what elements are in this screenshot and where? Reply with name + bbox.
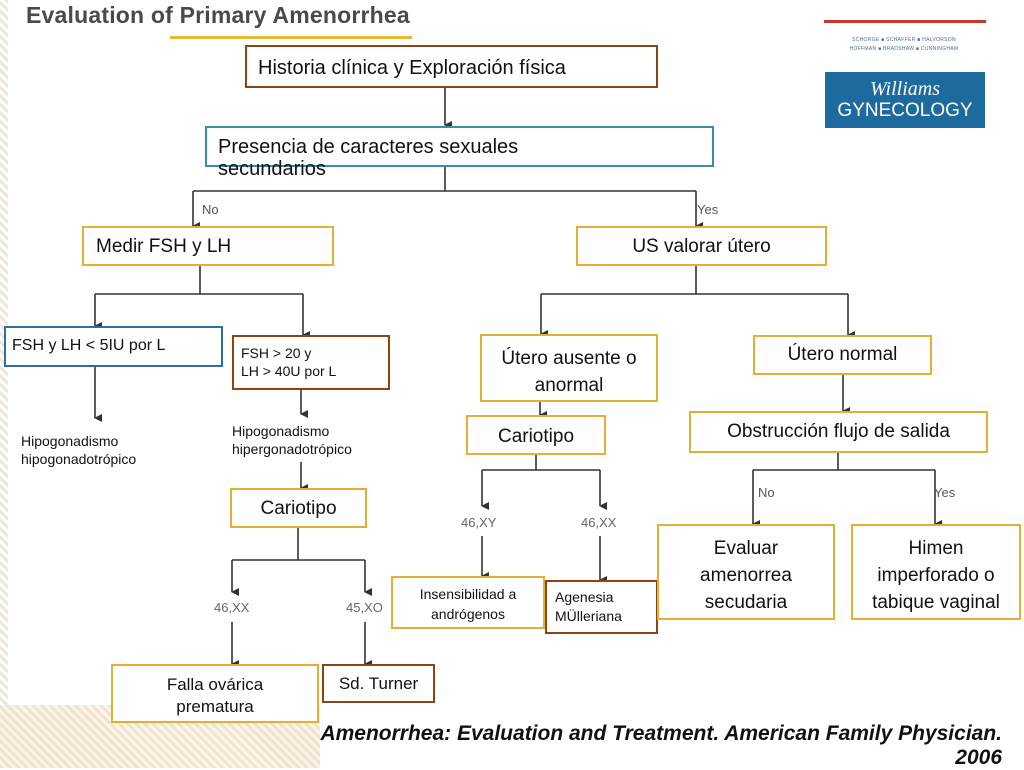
node-high-fsh-lh-line2: LH > 40U por L	[241, 363, 337, 379]
branch-label-yes-obstruction: Yes	[934, 485, 956, 500]
node-karyotype-left-text: Cariotipo	[260, 498, 337, 519]
node-uterus-absent: Útero ausente o anormal	[480, 334, 658, 402]
node-hypogonadotropic-hypogonadism: Hipogonadismo hipogonadotrópico	[21, 433, 137, 467]
node-uterus-normal-text: Útero normal	[787, 344, 898, 365]
node-us-uterus-text: US valorar útero	[632, 236, 771, 257]
book-authors-line1: SCHORGE ■ SCHAFFER ■ HALVORSON	[852, 37, 956, 43]
node-turner-syndrome: Sd. Turner	[322, 664, 435, 703]
williams-gynecology-book-cover: SCHORGE ■ SCHAFFER ■ HALVORSON HOFFMAN ■…	[822, 20, 986, 128]
node-low-fsh-lh-text: FSH y LH < 5IU por L	[12, 337, 166, 354]
node-evaluate-secondary-amenorrhea-text: Evaluar amenorrea secudaria	[700, 538, 792, 613]
book-authors-line2: HOFFMAN ■ BRADSHAW ■ CUNNINGHAM	[849, 46, 959, 52]
node-high-fsh-lh: FSH > 20 y LH > 40U por L	[232, 335, 390, 390]
node-turner-syndrome-text: Sd. Turner	[338, 674, 419, 693]
node-karyotype-left: Cariotipo	[230, 488, 367, 528]
node-imperforate-hymen: Himen imperforado o tabique vaginal	[851, 524, 1021, 620]
book-title-williams: Williams	[869, 78, 940, 100]
branch-label-yes: Yes	[697, 202, 719, 217]
node-uterus-absent-text: Útero ausente o anormal	[501, 348, 637, 396]
karyotype-46xy: 46,XY	[461, 515, 497, 530]
node-high-fsh-lh-line1: FSH > 20 y	[241, 345, 312, 361]
node-history-exam: Historia clínica y Exploración física	[245, 45, 658, 88]
node-secondary-characteristics-text: Presencia de caracteres sexuales secunda…	[218, 136, 519, 180]
node-premature-ovarian-failure: Falla ovárica prematura	[111, 664, 319, 723]
node-outflow-obstruction: Obstrucción flujo de salida	[689, 411, 988, 453]
book-top-rule	[824, 20, 986, 23]
node-history-exam-text: Historia clínica y Exploración física	[258, 57, 566, 79]
book-cover-title-block: Williams GYNECOLOGY	[825, 72, 985, 128]
node-measure-fsh-lh-text: Medir FSH y LH	[96, 236, 232, 257]
node-imperforate-hymen-text: Himen imperforado o tabique vaginal	[872, 538, 1000, 613]
node-outflow-obstruction-text: Obstrucción flujo de salida	[727, 421, 950, 442]
node-uterus-normal: Útero normal	[753, 335, 932, 375]
node-low-fsh-lh: FSH y LH < 5IU por L	[4, 326, 223, 367]
node-mullerian-agenesis: Agenesia MÜlleriana	[545, 580, 658, 634]
node-karyotype-mid-text: Cariotipo	[497, 426, 575, 447]
source-citation: Amenorrhea: Evaluation and Treatment. Am…	[320, 722, 1002, 769]
branch-label-no: No	[202, 202, 219, 217]
karyotype-45xo: 45,XO	[346, 600, 383, 615]
node-secondary-characteristics: Presencia de caracteres sexuales secunda…	[205, 126, 714, 180]
branch-label-no-obstruction: No	[758, 485, 775, 500]
node-premature-ovarian-failure-text: Falla ovárica prematura	[166, 675, 264, 716]
karyotype-46xx-mid: 46,XX	[581, 515, 617, 530]
book-title-gynecology: GYNECOLOGY	[837, 100, 973, 121]
node-hypergonadotropic-hypogonadism: Hipogonadismo hipergonadotrópico	[232, 423, 352, 457]
title-underline	[170, 36, 412, 39]
karyotype-46xx-left: 46,XX	[214, 600, 250, 615]
book-authors: SCHORGE ■ SCHAFFER ■ HALVORSON HOFFMAN ■…	[822, 36, 986, 54]
node-us-uterus: US valorar útero	[576, 226, 827, 266]
slide-title: Evaluation of Primary Amenorrhea	[26, 2, 410, 28]
node-androgen-insensitivity: Insensibilidad a andrógenos	[391, 576, 545, 629]
node-measure-fsh-lh: Medir FSH y LH	[82, 226, 334, 266]
node-mullerian-agenesis-text: Agenesia MÜlleriana	[555, 589, 622, 624]
node-karyotype-mid: Cariotipo	[466, 415, 606, 455]
decorative-stripe	[0, 0, 8, 768]
node-evaluate-secondary-amenorrhea: Evaluar amenorrea secudaria	[657, 524, 835, 620]
node-androgen-insensitivity-text: Insensibilidad a andrógenos	[419, 586, 517, 622]
